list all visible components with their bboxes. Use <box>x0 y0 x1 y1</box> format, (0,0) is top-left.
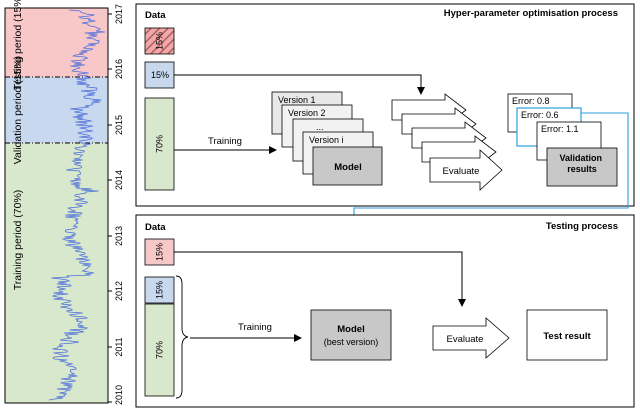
testing-train-segment <box>144 303 175 397</box>
year-label: 2013 <box>114 226 124 246</box>
testing-period-label: Testing period (15%) <box>12 0 24 90</box>
year-label: 2017 <box>114 4 124 24</box>
timeline-panel: Testing period (15%) Validation period (… <box>4 0 124 405</box>
error-card-label: Error: 0.8 <box>512 96 550 106</box>
hpo-test-segment-label: 15% <box>154 32 164 50</box>
testing-period-band <box>5 8 108 77</box>
train-brace <box>175 275 189 399</box>
best-model-box <box>310 309 392 361</box>
year-ticks <box>108 13 112 403</box>
year-label: 2015 <box>114 115 124 135</box>
version-card-label: ... <box>316 122 324 132</box>
timeline-frame <box>4 7 109 404</box>
validation-period-label: Validation period (15%) <box>12 56 24 164</box>
best-model-label: Model <box>337 324 364 335</box>
hpo-data-label: Data <box>145 10 166 21</box>
version-card-label: Version 2 <box>288 108 326 118</box>
hpo-train-segment-label: 70% <box>154 135 164 153</box>
hpo-title: Hyper-parameter optimisation process <box>444 8 618 19</box>
year-label: 2010 <box>114 385 124 405</box>
hpo-evaluate-arrow <box>429 149 503 191</box>
time-series-line <box>48 9 106 401</box>
version-card-label: Version i <box>309 135 344 145</box>
validation-period-band <box>5 77 108 143</box>
testing-val-segment-label: 15% <box>154 281 164 299</box>
testing-evaluate-arrow <box>432 317 510 359</box>
training-period-label: Training period (70%) <box>12 190 24 291</box>
hpo-val-segment-label: 15% <box>151 70 169 80</box>
year-label: 2014 <box>114 170 124 190</box>
hpo-training-label: Training <box>208 136 242 147</box>
best-error-card-label: Error: 0.6 <box>521 110 559 120</box>
hpo-val-segment <box>144 61 175 89</box>
version-card-label: Version 1 <box>278 95 316 105</box>
hpo-model-box <box>312 146 383 186</box>
hpo-evaluate-label: Evaluate <box>443 166 480 177</box>
hpo-panel: Hyper-parameter optimisation process Dat… <box>135 3 635 307</box>
validation-results-label: Validation results <box>559 153 604 174</box>
hpo-train-segment <box>144 97 175 191</box>
testing-data-arrow <box>174 251 466 307</box>
testing-panel: Testing process Data 15% 15% 70% Trainin… <box>135 214 635 408</box>
testing-title: Testing process <box>546 221 618 232</box>
year-label: 2011 <box>114 337 124 356</box>
testing-val-segment <box>144 276 175 304</box>
test-result-label: Test result <box>543 331 591 342</box>
year-label: 2012 <box>114 281 124 301</box>
error-card-label: Error: 1.1 <box>541 124 579 134</box>
test-result-box <box>526 309 608 361</box>
year-label: 2016 <box>114 59 124 79</box>
testing-evaluate-label: Evaluate <box>447 334 484 345</box>
testing-training-label: Training <box>238 322 272 333</box>
testing-test-segment-label: 15% <box>154 243 164 261</box>
hpo-validation-arrow <box>174 74 425 95</box>
best-model-sublabel: (best version) <box>324 337 379 347</box>
testing-data-label: Data <box>145 222 166 233</box>
hpo-model-label: Model <box>334 162 361 173</box>
testing-train-segment-label: 70% <box>154 341 164 359</box>
validation-results-box <box>546 147 618 187</box>
hpo-test-segment <box>144 27 175 55</box>
